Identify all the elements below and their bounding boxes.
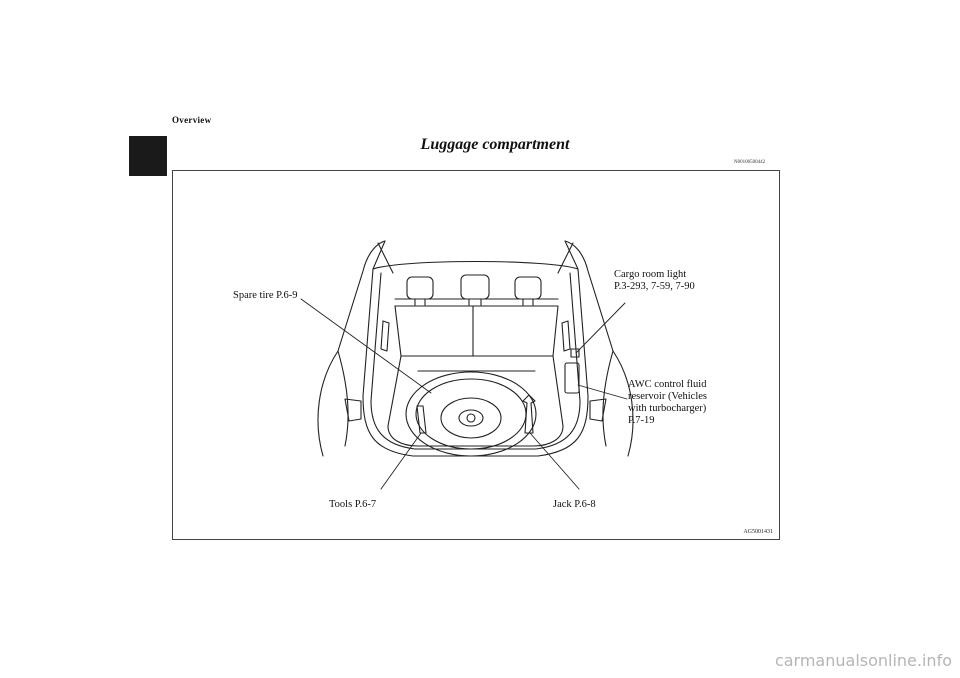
- watermark: carmanualsonline.info: [774, 651, 952, 670]
- callout-awc-line2: reservoir (Vehicles: [628, 391, 708, 402]
- callout-awc-line4: P.7-19: [628, 415, 655, 426]
- callout-tools: Tools P.6-7: [329, 499, 377, 510]
- callout-cargo-light-line1: Cargo room light: [614, 269, 687, 280]
- page-title: Luggage compartment: [420, 136, 570, 153]
- chapter-tab: [129, 136, 167, 176]
- section-label: Overview: [172, 115, 212, 125]
- callout-cargo-light-line2: P.3-293, 7-59, 7-90: [614, 281, 695, 292]
- callout-awc-line3: with turbocharger): [628, 403, 707, 414]
- callout-awc-reservoir: AWC control fluid reservoir (Vehicles wi…: [628, 379, 707, 427]
- callout-awc-line1: AWC control fluid: [628, 379, 707, 390]
- document-code: N00100500442: [734, 160, 766, 165]
- luggage-figure: Spare tire P.6-9 Cargo room light P.3-29…: [172, 170, 780, 540]
- callout-spare-tire: Spare tire P.6-9: [233, 290, 298, 301]
- callout-jack: Jack P.6-8: [553, 499, 596, 510]
- callout-cargo-room-light: Cargo room light P.3-293, 7-59, 7-90: [614, 269, 695, 293]
- figure-code: AG5001431: [743, 529, 773, 535]
- luggage-compartment-illustration: [300, 240, 634, 490]
